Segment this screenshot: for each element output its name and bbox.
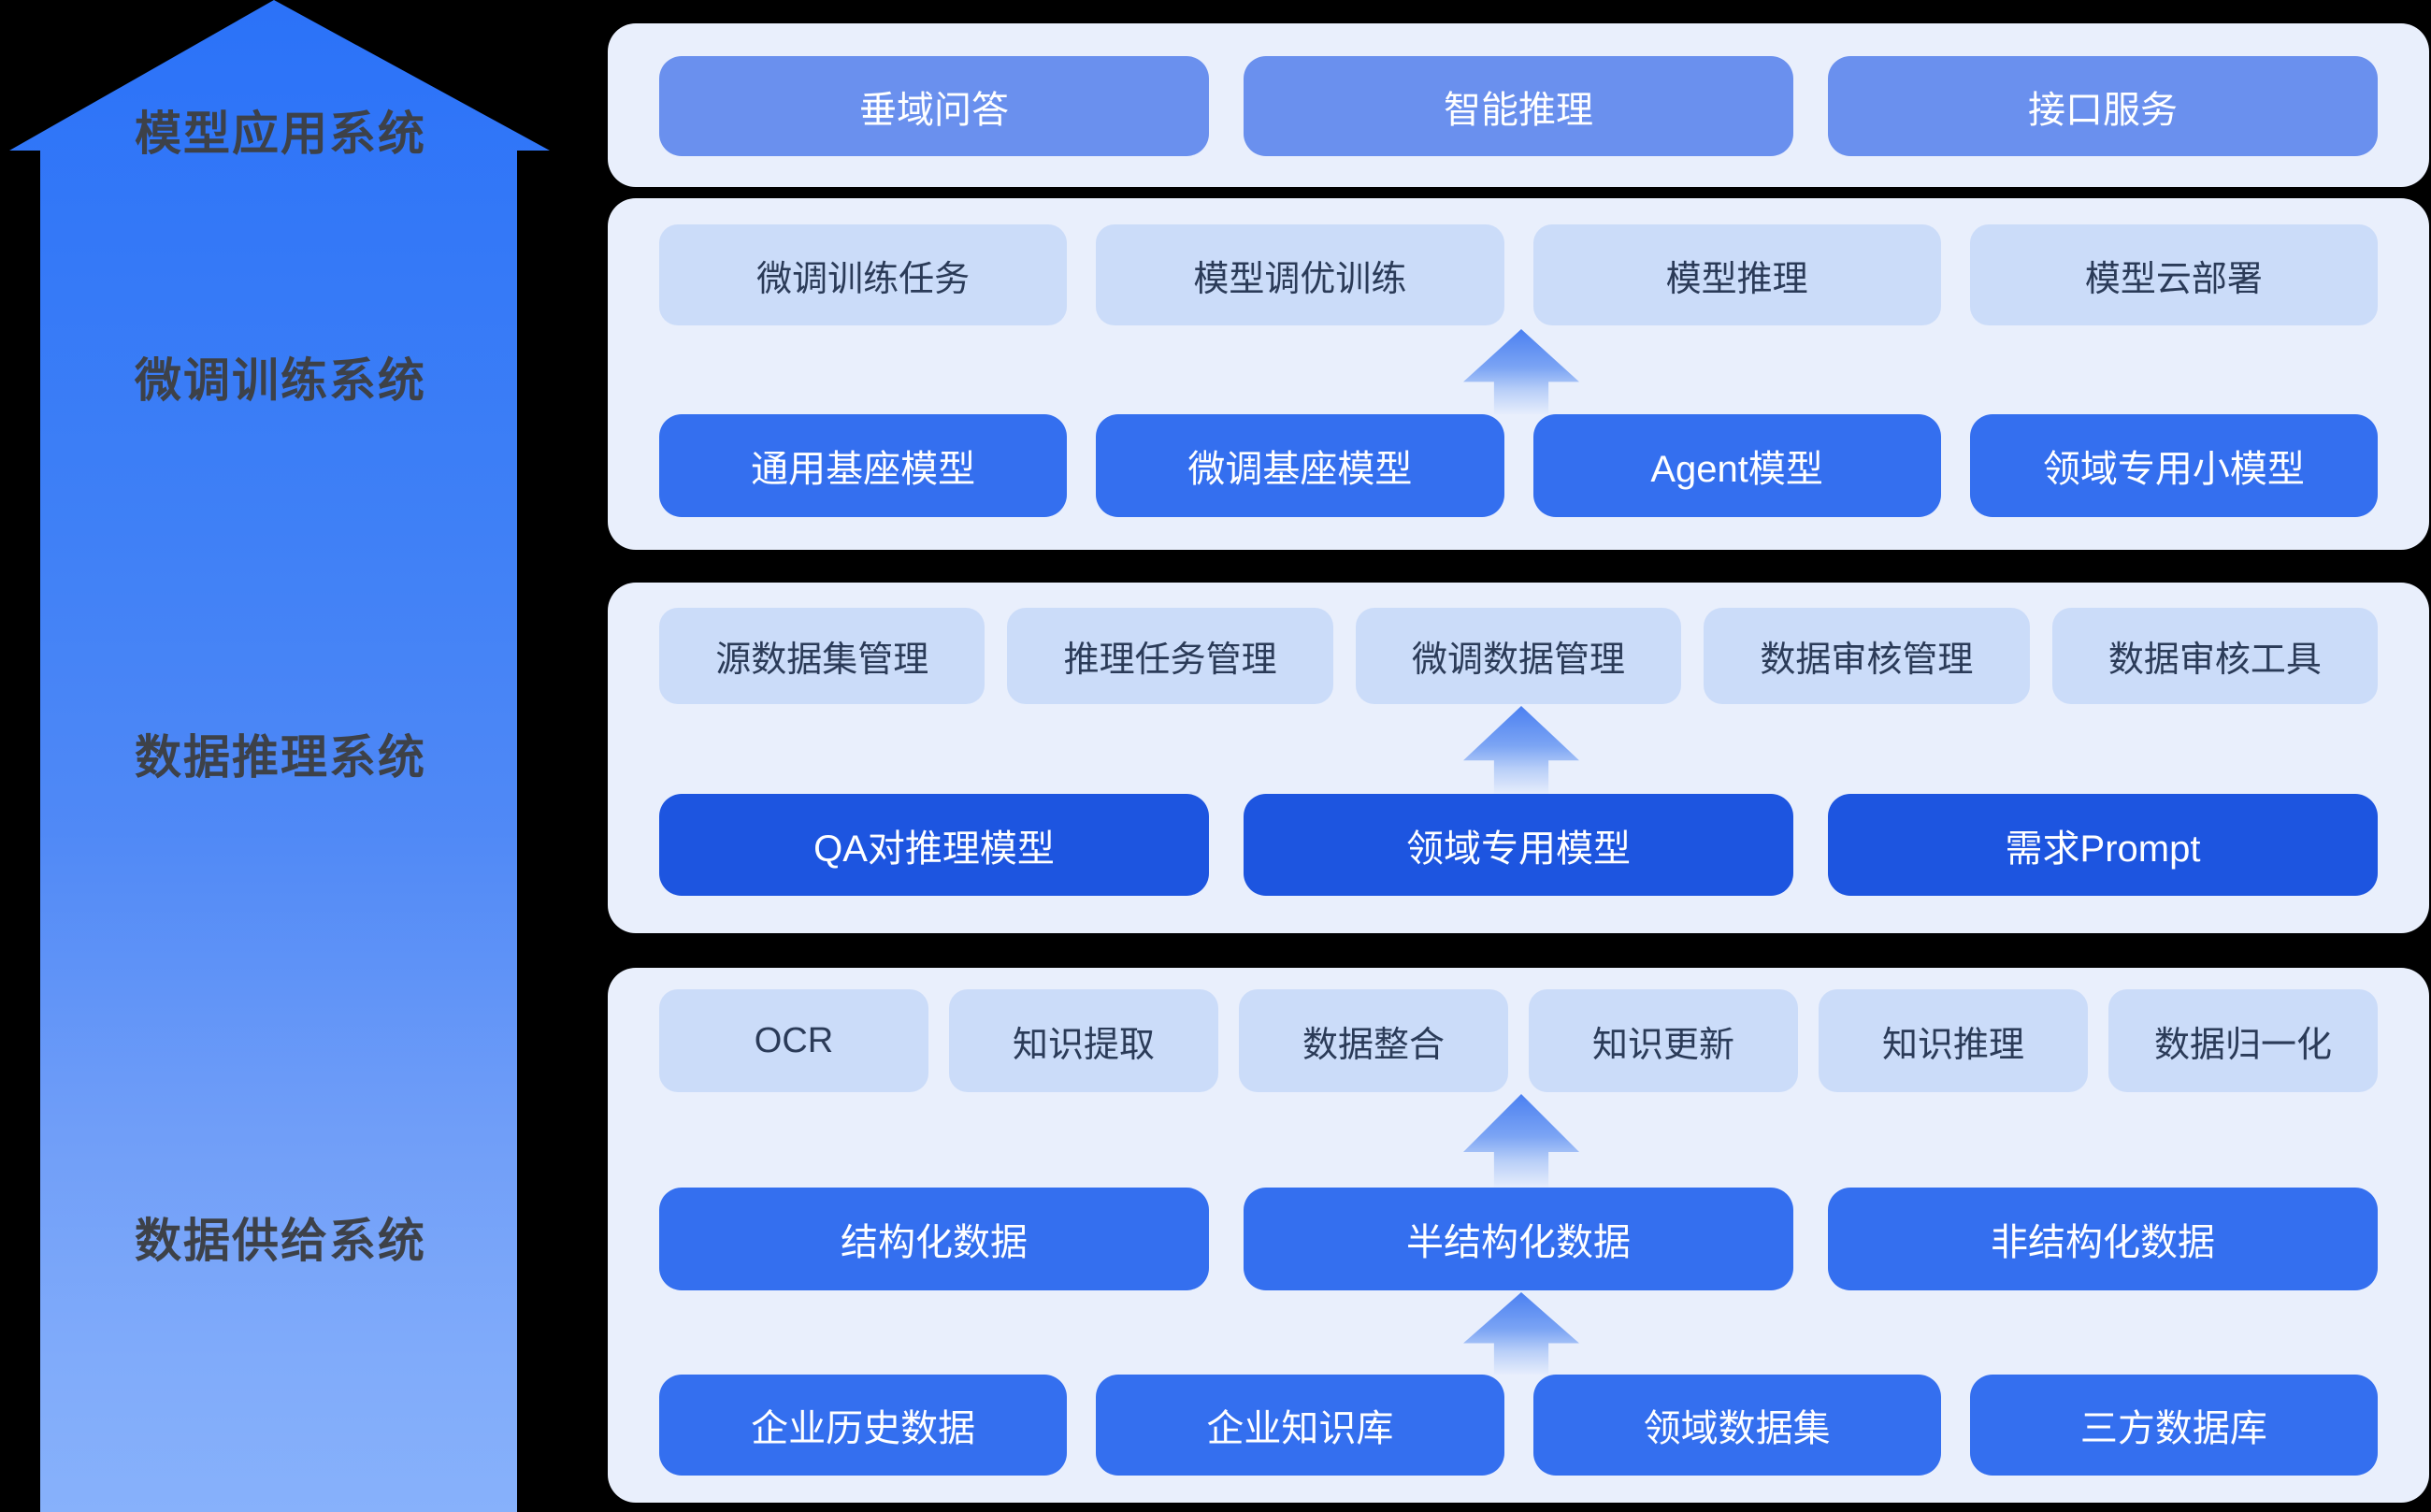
node-model-tuning-training: 模型调优训练 <box>1096 224 1504 325</box>
node-unstructured-data: 非结构化数据 <box>1828 1188 2378 1290</box>
node-agent-model: Agent模型 <box>1532 414 1941 517</box>
panel-row: 源数据集管理 推理任务管理 微调数据管理 数据审核管理 数据审核工具 <box>659 608 2379 704</box>
layer-label-data-inference: 数据推理系统 <box>135 731 426 784</box>
layer-label-model-application: 模型应用系统 <box>135 108 426 160</box>
node-finetune-training-task: 微调训练任务 <box>659 224 1068 325</box>
node-api-service: 接口服务 <box>1828 56 2378 156</box>
panel-row: 结构化数据 半结构化数据 非结构化数据 <box>659 1188 2378 1290</box>
node-model-inference: 模型推理 <box>1532 224 1941 325</box>
panel-row: 垂域问答 智能推理 接口服务 <box>659 56 2378 156</box>
panel-row: QA对推理模型 领域专用模型 需求Prompt <box>659 794 2378 896</box>
node-data-review-tool: 数据审核工具 <box>2051 608 2379 704</box>
layer-axis-up-arrow-icon <box>9 0 550 1512</box>
node-general-base-model: 通用基座模型 <box>659 414 1068 517</box>
node-domain-dataset: 领域数据集 <box>1532 1375 1941 1476</box>
node-intelligent-reasoning: 智能推理 <box>1244 56 1793 156</box>
panel-row: 企业历史数据 企业知识库 领域数据集 三方数据库 <box>659 1375 2378 1476</box>
panel-row: OCR 知识提取 数据整合 知识更新 知识推理 数据归一化 <box>659 989 2378 1092</box>
node-enterprise-knowledge-base: 企业知识库 <box>1096 1375 1504 1476</box>
node-structured-data: 结构化数据 <box>659 1188 1209 1290</box>
node-model-cloud-deploy: 模型云部署 <box>1969 224 2378 325</box>
node-inference-task-mgmt: 推理任务管理 <box>1007 608 1333 704</box>
panel-row: 通用基座模型 微调基座模型 Agent模型 领域专用小模型 <box>659 414 2378 517</box>
node-semi-structured-data: 半结构化数据 <box>1244 1188 1793 1290</box>
panel-data-supply-system: OCR 知识提取 数据整合 知识更新 知识推理 数据归一化 结构化数据 半结构化… <box>608 968 2429 1503</box>
node-domain-exclusive-model: 领域专用模型 <box>1244 794 1793 896</box>
node-data-review-mgmt: 数据审核管理 <box>1704 608 2030 704</box>
layer-label-data-supply: 数据供给系统 <box>135 1215 426 1267</box>
node-third-party-database: 三方数据库 <box>1969 1375 2378 1476</box>
node-data-integration: 数据整合 <box>1239 989 1508 1092</box>
node-enterprise-history-data: 企业历史数据 <box>659 1375 1068 1476</box>
node-ocr: OCR <box>659 989 928 1092</box>
node-qa-pair-inference-model: QA对推理模型 <box>659 794 1209 896</box>
layer-label-finetune-training: 微调训练系统 <box>135 354 426 407</box>
node-domain-small-model: 领域专用小模型 <box>1969 414 2378 517</box>
panel-model-application-system: 垂域问答 智能推理 接口服务 <box>608 23 2429 187</box>
node-requirement-prompt: 需求Prompt <box>1828 794 2378 896</box>
node-vertical-qa: 垂域问答 <box>659 56 1209 156</box>
node-finetuned-base-model: 微调基座模型 <box>1096 414 1504 517</box>
panel-row: 微调训练任务 模型调优训练 模型推理 模型云部署 <box>659 224 2378 325</box>
node-knowledge-extraction: 知识提取 <box>949 989 1218 1092</box>
node-data-normalization: 数据归一化 <box>2108 989 2378 1092</box>
node-knowledge-reasoning: 知识推理 <box>1819 989 2088 1092</box>
node-knowledge-update: 知识更新 <box>1529 989 1798 1092</box>
node-source-dataset-mgmt: 源数据集管理 <box>659 608 985 704</box>
node-finetune-data-mgmt: 微调数据管理 <box>1355 608 1682 704</box>
